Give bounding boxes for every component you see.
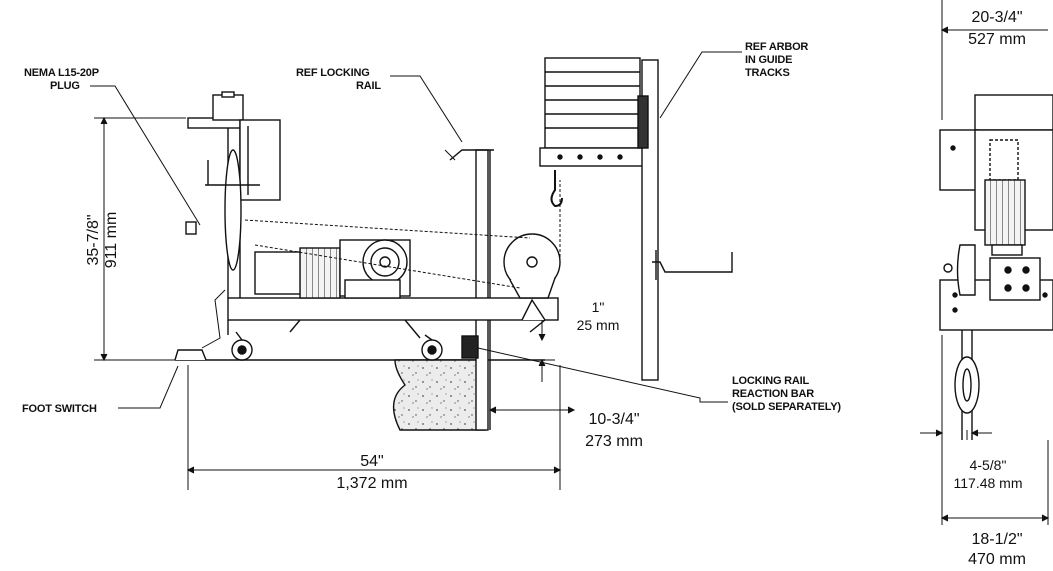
reaction-bar-line2: REACTION BAR bbox=[732, 388, 814, 400]
side-view bbox=[174, 57, 733, 431]
sheave-offset-in: 4-5/8" bbox=[970, 457, 1007, 473]
offset-in: 10-3/4" bbox=[588, 411, 639, 428]
length-mm: 1,372 mm bbox=[336, 475, 407, 492]
dimension-lines-end bbox=[920, 0, 1050, 525]
ref-arbor-line1: REF ARBOR bbox=[745, 41, 808, 53]
reaction-bar-line1: LOCKING RAIL bbox=[732, 375, 810, 387]
sheave-offset-mm: 117.48 mm bbox=[954, 475, 1023, 491]
base-width-dimension: 18-1/2" 470 mm bbox=[968, 531, 1026, 568]
reaction-bar-line3: (SOLD SEPARATELY) bbox=[732, 401, 841, 413]
end-view bbox=[939, 94, 1053, 440]
height-dimension: 35-7/8" 911 mm bbox=[85, 212, 120, 269]
clearance-mm: 25 mm bbox=[577, 317, 620, 333]
callout-nema-plug: NEMA L15-20P PLUG bbox=[24, 67, 99, 92]
callout-ref-locking-rail: REF LOCKING RAIL bbox=[296, 67, 382, 92]
sheave-offset-dimension: 4-5/8" 117.48 mm bbox=[954, 457, 1023, 491]
length-dimension: 54" 1,372 mm bbox=[336, 453, 407, 492]
base-width-in: 18-1/2" bbox=[971, 531, 1022, 548]
top-width-in: 20-3/4" bbox=[971, 9, 1022, 26]
ref-arbor-line3: TRACKS bbox=[745, 67, 790, 79]
height-mm: 911 mm bbox=[103, 212, 120, 269]
height-in: 35-7/8" bbox=[85, 214, 102, 265]
dimension-lines-side bbox=[90, 51, 742, 490]
ref-locking-rail-line1: REF LOCKING bbox=[296, 67, 370, 79]
top-width-dimension: 20-3/4" 527 mm bbox=[968, 9, 1026, 48]
callout-ref-arbor: REF ARBOR IN GUIDE TRACKS bbox=[745, 41, 809, 79]
foot-switch-label: FOOT SWITCH bbox=[22, 403, 97, 415]
ref-locking-rail-line2: RAIL bbox=[356, 80, 381, 92]
top-width-mm: 527 mm bbox=[968, 31, 1026, 48]
nema-plug-line2: PLUG bbox=[50, 80, 80, 92]
length-in: 54" bbox=[360, 453, 383, 470]
clearance-in: 1" bbox=[592, 299, 605, 315]
clearance-dimension: 1" 25 mm bbox=[577, 299, 620, 333]
offset-dimension: 10-3/4" 273 mm bbox=[585, 411, 643, 450]
base-width-mm: 470 mm bbox=[968, 551, 1026, 568]
nema-plug-line1: NEMA L15-20P bbox=[24, 67, 99, 79]
callout-reaction-bar: LOCKING RAIL REACTION BAR (SOLD SEPARATE… bbox=[732, 375, 842, 413]
offset-mm: 273 mm bbox=[585, 433, 643, 450]
ref-arbor-line2: IN GUIDE bbox=[745, 54, 792, 66]
